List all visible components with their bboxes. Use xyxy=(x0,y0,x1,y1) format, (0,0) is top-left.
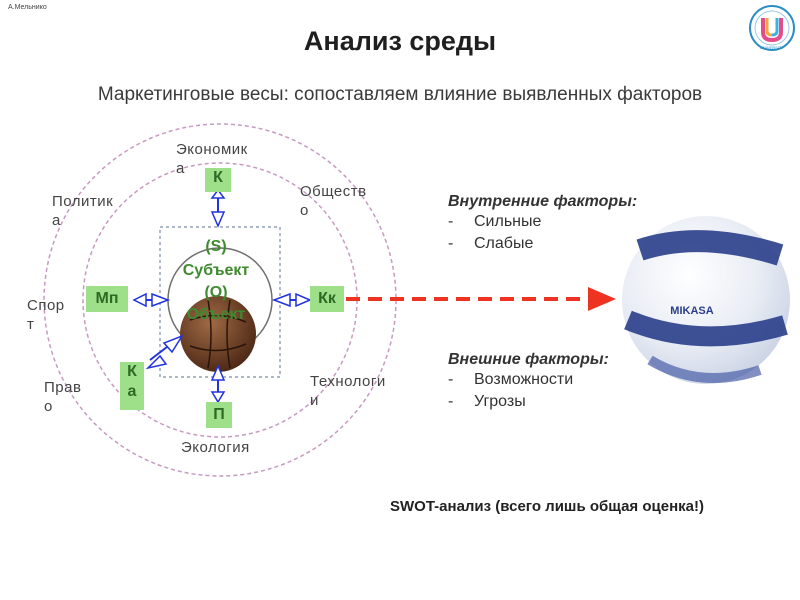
box-left-mp: Мп xyxy=(86,286,128,312)
external-factors: Внешние факторы: -Возможности -Угрозы xyxy=(448,351,728,413)
label-technology: Технологи и xyxy=(310,373,386,409)
label-economy: Экономик а xyxy=(176,141,248,177)
center-o-label: (O) xyxy=(204,284,228,301)
label-ecology: Экология xyxy=(181,439,250,456)
internal-item-strong: -Сильные xyxy=(448,213,542,230)
university-logo-icon: UNIVERSITY xyxy=(749,5,795,51)
blue-arrows xyxy=(132,188,312,404)
slide-title: Анализ среды xyxy=(303,26,497,56)
slide-subtitle: Маркетинговые весы: сопоставляем влияние… xyxy=(97,84,703,105)
external-item-opportunities: -Возможности xyxy=(448,371,574,388)
internal-factors: Внутренние факторы: -Сильные -Слабые xyxy=(448,193,728,255)
center-s-label: (S) xyxy=(205,238,227,255)
red-dashed-arrow xyxy=(346,287,616,311)
center-subject-label: Субъект xyxy=(182,262,250,279)
ball-brand-text: MIKASA xyxy=(670,305,713,317)
box-top-k: К xyxy=(205,168,231,192)
internal-item-weak: -Слабые xyxy=(448,235,534,252)
label-society: Обществ о xyxy=(300,183,367,219)
external-item-threats: -Угрозы xyxy=(448,393,526,410)
box-bottom-left-ka: К а xyxy=(120,362,144,410)
external-factors-title: Внешние факторы: xyxy=(448,351,609,368)
volleyball-image: MIKASA xyxy=(622,216,790,384)
internal-factors-title: Внутренние факторы: xyxy=(448,193,638,210)
box-bottom-p: П xyxy=(206,402,232,428)
box-right-kk: Кк xyxy=(310,286,344,312)
center-object-label: Объект xyxy=(186,306,246,323)
author-mark: А.Мельнико xyxy=(8,4,47,11)
swot-note: SWOT-анализ (всего лишь общая оценка!) xyxy=(390,498,704,515)
logo-text: UNIVERSITY xyxy=(760,45,784,50)
label-law: Прав о xyxy=(44,379,82,415)
label-sport: Спор т xyxy=(27,297,65,333)
football-image xyxy=(180,296,256,372)
label-politics: Политик а xyxy=(52,193,114,229)
